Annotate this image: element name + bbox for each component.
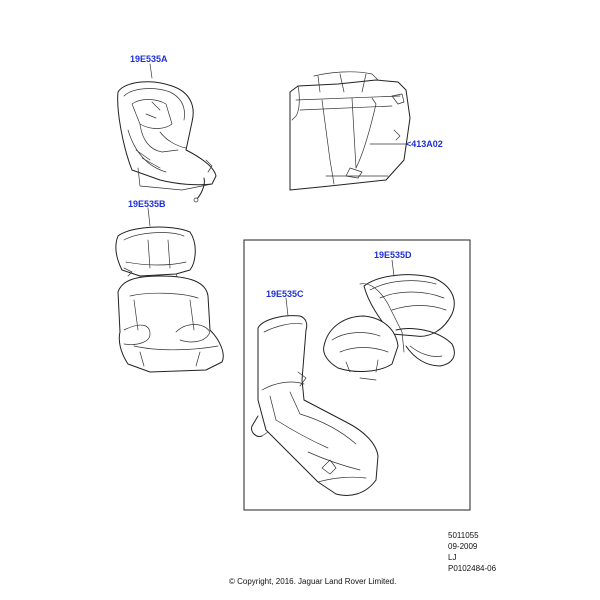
leader-line-c	[285, 297, 289, 317]
author-initials: LJ	[448, 553, 457, 562]
callout-19e535b[interactable]: 19E535B	[128, 199, 166, 209]
infant-carrier-d[interactable]	[323, 274, 455, 381]
callout-19e535d[interactable]: 19E535D	[374, 250, 412, 260]
child-seat-a[interactable]	[117, 81, 217, 203]
leader-line-d	[391, 259, 395, 277]
callout-19e535a[interactable]: 19E535A	[130, 54, 168, 64]
drawing-metadata: 5011055 09-2009 LJ P0102484-06	[448, 530, 496, 574]
drawing-number: P0102484-06	[448, 564, 497, 573]
drawing-date: 09-2009	[448, 542, 478, 551]
reference-number: 5011055	[448, 531, 479, 540]
callout-19e535c[interactable]: 19E535C	[266, 289, 304, 299]
leader-line-b	[147, 207, 151, 227]
callout-413a02[interactable]: <413A02	[406, 139, 443, 149]
copyright-notice: © Copyright, 2016. Jaguar Land Rover Lim…	[229, 577, 397, 586]
booster-seat-b[interactable]	[115, 226, 224, 373]
group-frame	[243, 239, 471, 511]
carrier-base-c[interactable]	[251, 315, 379, 496]
leader-line-a	[149, 63, 153, 79]
vehicle-seat-anchor[interactable]	[289, 71, 411, 191]
